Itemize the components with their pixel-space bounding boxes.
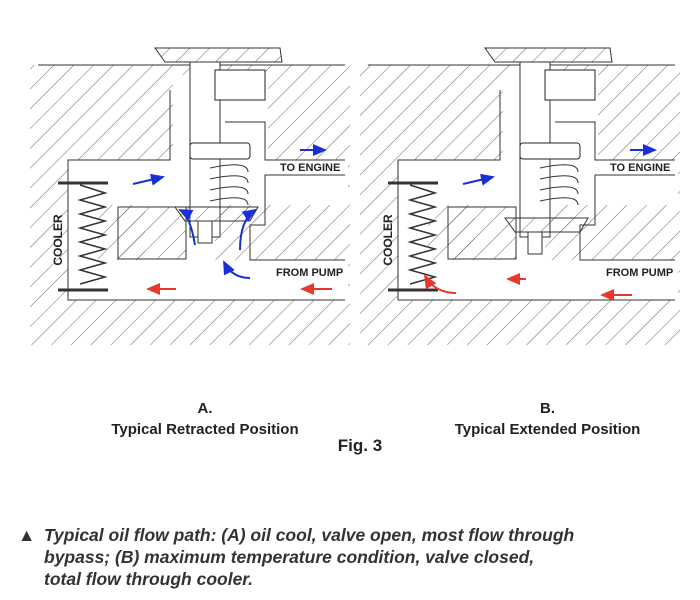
valve-upper-body (544, 69, 596, 101)
inner-block (447, 206, 517, 260)
outline-top-right (225, 121, 345, 161)
caption-a-letter: A. (197, 400, 213, 417)
lower-channel (68, 260, 348, 300)
flow-arrow-bypass-left (178, 209, 196, 246)
to-engine-label: TO ENGINE (610, 162, 670, 174)
spring-coil (539, 175, 579, 184)
valve-piston (519, 142, 581, 160)
inner-block (117, 206, 187, 260)
outline-right-block (249, 174, 345, 261)
valve-tip (527, 231, 543, 255)
flow-arrow-bypass-right (239, 208, 257, 251)
flow-arrow-into-cooler (423, 274, 457, 294)
spring-coil (209, 164, 249, 173)
valve-upper-body (214, 69, 266, 101)
from-pump-label: FROM PUMP (606, 267, 673, 279)
outline-left (397, 90, 675, 301)
note-line-2: bypass; (B) maximum temperature conditio… (44, 547, 535, 567)
flow-arrow-upper (132, 173, 165, 186)
cooler-label: COOLER (381, 214, 395, 266)
to-engine-label: TO ENGINE (280, 162, 340, 174)
triangle-bullet-icon: ▲ (18, 525, 36, 545)
spring-coil (539, 164, 579, 173)
figure-note: ▲ Typical oil flow path: (A) oil cool, va… (18, 524, 688, 590)
panel-b-extended: COOLER TO ENGINE FROM PUMP (360, 47, 680, 345)
outline-top-right (555, 121, 675, 161)
caption-b-letter: B. (540, 400, 555, 417)
caption-a: A. Typical Retracted Position (100, 398, 310, 440)
valve-seat (504, 217, 589, 233)
lower-channel (398, 260, 678, 300)
outline-right-block (579, 174, 675, 261)
valve-cap (154, 47, 283, 63)
caption-b: B. Typical Extended Position (430, 398, 665, 440)
cooler-coil (407, 184, 438, 285)
spring-coil (539, 186, 579, 195)
spring-coil (209, 186, 249, 195)
cooler-label: COOLER (51, 214, 65, 266)
flow-arrow-upper (462, 173, 495, 186)
valve-piston (189, 142, 251, 160)
caption-b-text: Typical Extended Position (454, 421, 641, 438)
from-pump-label: FROM PUMP (276, 267, 343, 279)
spring-coil (209, 175, 249, 184)
note-line-1: Typical oil flow path: (A) oil cool, val… (44, 525, 575, 545)
caption-a-text: Typical Retracted Position (111, 421, 299, 438)
cooler-coil (77, 184, 108, 285)
spring-coil (539, 197, 579, 206)
outline-left (67, 90, 345, 301)
note-line-3: total flow through cooler. (44, 569, 254, 589)
spring-coil (209, 197, 249, 206)
flow-arrow-pump-curve (223, 260, 251, 279)
valve-tip (197, 220, 213, 244)
panel-a-retracted: COOLER TO ENGINE FROM PUMP (30, 47, 350, 345)
figure-title: Fig. 3 (337, 436, 383, 455)
valve-cap (484, 47, 613, 63)
